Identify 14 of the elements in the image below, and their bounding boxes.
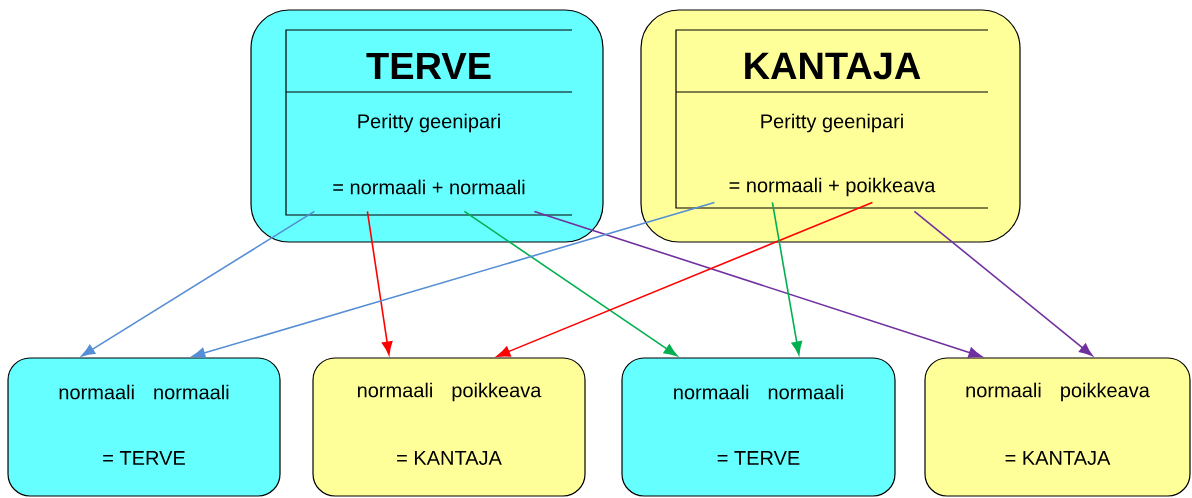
arrow	[496, 201, 874, 357]
genotype-card: KANTAJA Peritty geenipari = normaali + poikkeava	[640, 9, 1021, 243]
genotype-card: TERVE Peritty geenipari = normaali + normaali	[250, 9, 604, 243]
result-box: normaali poikkeava = KANTAJA	[312, 357, 586, 497]
arrow	[533, 210, 983, 358]
arrow	[463, 210, 678, 357]
result-box: normaali normaali = TERVE	[7, 357, 281, 497]
arrow	[771, 201, 803, 355]
arrow	[81, 210, 316, 357]
result-box: normaali poikkeava = KANTAJA	[924, 357, 1191, 497]
arrow	[366, 210, 393, 355]
arrow	[191, 201, 716, 359]
arrow	[913, 210, 1093, 357]
result-box: normaali normaali = TERVE	[621, 357, 896, 497]
